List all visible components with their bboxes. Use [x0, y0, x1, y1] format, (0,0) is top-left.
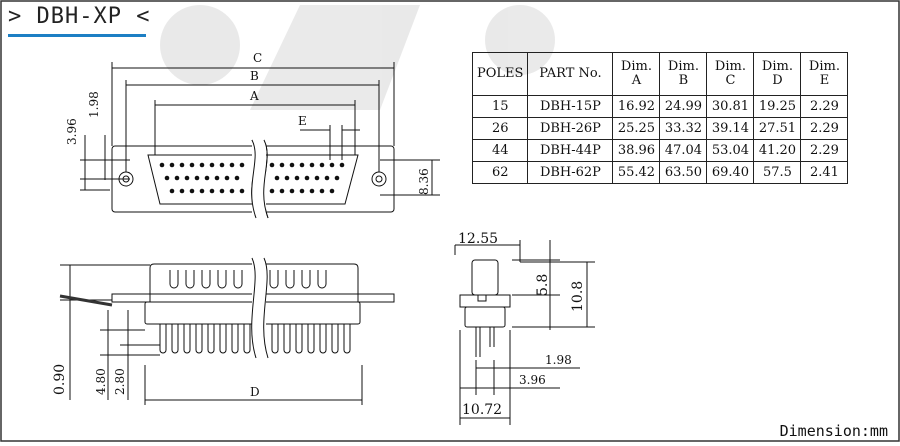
table-row: 62 DBH-62P 55.42 63.50 69.40 57.5 2.41	[471, 161, 849, 184]
table-cell: 2.41	[800, 161, 849, 184]
end-body	[464, 306, 506, 328]
end-dim-h1: 5.8	[535, 274, 551, 296]
col-header: Dim. C	[706, 52, 755, 96]
table-cell: 57.5	[753, 161, 802, 184]
table-cell: 47.04	[659, 139, 708, 162]
col-header: PART No.	[527, 52, 614, 96]
title-prefix: >	[8, 4, 23, 29]
side-pins	[159, 324, 351, 354]
end-dim-h2: 10.8	[570, 281, 586, 312]
end-dim-d1: 1.98	[545, 353, 572, 367]
end-view	[454, 240, 595, 425]
side-board-line	[59, 294, 113, 307]
col-header: Dim. E	[800, 52, 849, 96]
front-pins	[159, 162, 345, 194]
table-row: 26 DBH-26P 25.25 33.32 39.14 27.51 2.29	[471, 117, 849, 140]
table-cell: 55.42	[612, 161, 661, 184]
table-cell: 39.14	[706, 117, 755, 140]
table-header-row: POLES PART No. Dim. A Dim. B Dim. C Dim.…	[471, 52, 849, 96]
table-cell: 15	[471, 95, 529, 118]
table-cell: 62	[471, 161, 529, 184]
table-cell: 38.96	[612, 139, 661, 162]
side-dim-v3: 2.80	[113, 368, 127, 395]
col-header: Dim. A	[612, 52, 661, 96]
front-dim-h3: 8.36	[417, 168, 431, 195]
table-cell: DBH-26P	[527, 117, 614, 140]
front-dim-h2: 1.98	[87, 91, 101, 118]
table-cell: 2.29	[800, 95, 849, 118]
table-cell: 33.32	[659, 117, 708, 140]
table-cell: 69.40	[706, 161, 755, 184]
table-cell: DBH-15P	[527, 95, 614, 118]
col-header: POLES	[471, 52, 529, 96]
end-dim-w-top: 12.55	[458, 231, 498, 247]
table-cell: 53.04	[706, 139, 755, 162]
table-cell: 24.99	[659, 95, 708, 118]
table-cell: 41.20	[753, 139, 802, 162]
page-title: > DBH-XP <	[8, 4, 150, 29]
side-dim-v1: 0.90	[52, 364, 68, 395]
table-cell: 44	[471, 139, 529, 162]
table-cell: 26	[471, 117, 529, 140]
front-view	[80, 62, 440, 219]
table-cell: 25.25	[612, 117, 661, 140]
table-cell: 2.29	[800, 139, 849, 162]
side-dim-D: D	[250, 385, 260, 399]
side-dim-v2: 4.80	[94, 368, 108, 395]
table-cell: 2.29	[800, 117, 849, 140]
table-cell: 19.25	[753, 95, 802, 118]
title-underline	[8, 34, 146, 37]
end-shell	[471, 259, 499, 296]
table-row: 15 DBH-15P 16.92 24.99 30.81 19.25 2.29	[471, 95, 849, 118]
table-cell: 63.50	[659, 161, 708, 184]
spec-table: POLES PART No. Dim. A Dim. B Dim. C Dim.…	[471, 52, 849, 184]
title-text: DBH-XP	[36, 4, 122, 29]
units-label: Dimension:mm	[779, 422, 888, 440]
end-dim-w-bottom: 10.72	[462, 402, 502, 418]
front-dim-B: B	[250, 69, 259, 83]
table-row: 44 DBH-44P 38.96 47.04 53.04 41.20 2.29	[471, 139, 849, 162]
table-cell: DBH-62P	[527, 161, 614, 184]
side-view	[60, 257, 395, 405]
front-d-shell	[147, 154, 359, 205]
end-dim-d2: 3.96	[519, 373, 546, 387]
col-header: Dim. B	[659, 52, 708, 96]
table-cell: DBH-44P	[527, 139, 614, 162]
front-dim-h1: 3.96	[65, 118, 79, 145]
front-dim-A: A	[249, 89, 259, 103]
front-dim-C: C	[253, 51, 262, 65]
front-dim-E: E	[298, 114, 307, 128]
side-contacts	[169, 270, 327, 289]
title-suffix: <	[136, 4, 151, 29]
table-cell: 16.92	[612, 95, 661, 118]
table-cell: 30.81	[706, 95, 755, 118]
table-cell: 27.51	[753, 117, 802, 140]
col-header: Dim. D	[753, 52, 802, 96]
